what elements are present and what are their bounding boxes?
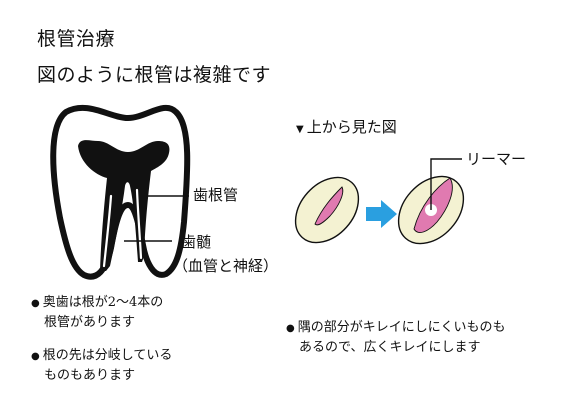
note-text: ものもあります bbox=[44, 368, 136, 383]
note-text: 根管があります bbox=[44, 315, 136, 330]
note-line: あるので、広くキレイにします bbox=[286, 338, 505, 357]
note-text: あるので、広くキレイにします bbox=[299, 340, 481, 355]
leader-reamer bbox=[430, 158, 462, 210]
note-line: 根管があります bbox=[31, 313, 163, 332]
note-text: 隅の部分がキレイにしにくいものも bbox=[297, 320, 506, 335]
page-title: 根管治療 bbox=[37, 28, 116, 50]
note-molar-roots: ●奥歯は根が2～4本の 根管があります bbox=[31, 293, 163, 332]
bullet-icon: ● bbox=[31, 351, 40, 362]
note-line: ●奥歯は根が2～4本の bbox=[31, 293, 163, 313]
note-text: 奥歯は根が2～4本の bbox=[42, 295, 164, 310]
triangle-down-icon: ▼ bbox=[296, 124, 304, 135]
note-text: 根の先は分岐している bbox=[42, 348, 173, 363]
page-subtitle: 図のように根管は複雑です bbox=[37, 64, 272, 86]
bullet-icon: ● bbox=[31, 298, 40, 309]
pulp-chamber bbox=[78, 140, 170, 271]
arrow-icon bbox=[366, 200, 397, 228]
note-corners: ●隅の部分がキレイにしにくいものも あるので、広くキレイにします bbox=[286, 318, 505, 357]
label-pulp: 歯髄 bbox=[181, 233, 212, 251]
top-view-heading: ▼上から見た図 bbox=[296, 117, 397, 140]
label-pulp-note: （血管と神経） bbox=[173, 257, 279, 275]
top-view-heading-text: 上から見た図 bbox=[306, 118, 397, 136]
note-line: ものもあります bbox=[31, 366, 172, 385]
pulp-nerve-line-2 bbox=[102, 194, 113, 268]
note-line: ●根の先は分岐している bbox=[31, 346, 172, 366]
root-section-before bbox=[294, 176, 360, 244]
bullet-icon: ● bbox=[286, 323, 295, 334]
pulp-nerve-line bbox=[135, 188, 143, 260]
note-branching-roots: ●根の先は分岐している ものもあります bbox=[31, 346, 172, 385]
note-line: ●隅の部分がキレイにしにくいものも bbox=[286, 318, 505, 338]
label-reamer: リーマー bbox=[466, 150, 527, 168]
label-root-canal: 歯根管 bbox=[193, 186, 239, 204]
